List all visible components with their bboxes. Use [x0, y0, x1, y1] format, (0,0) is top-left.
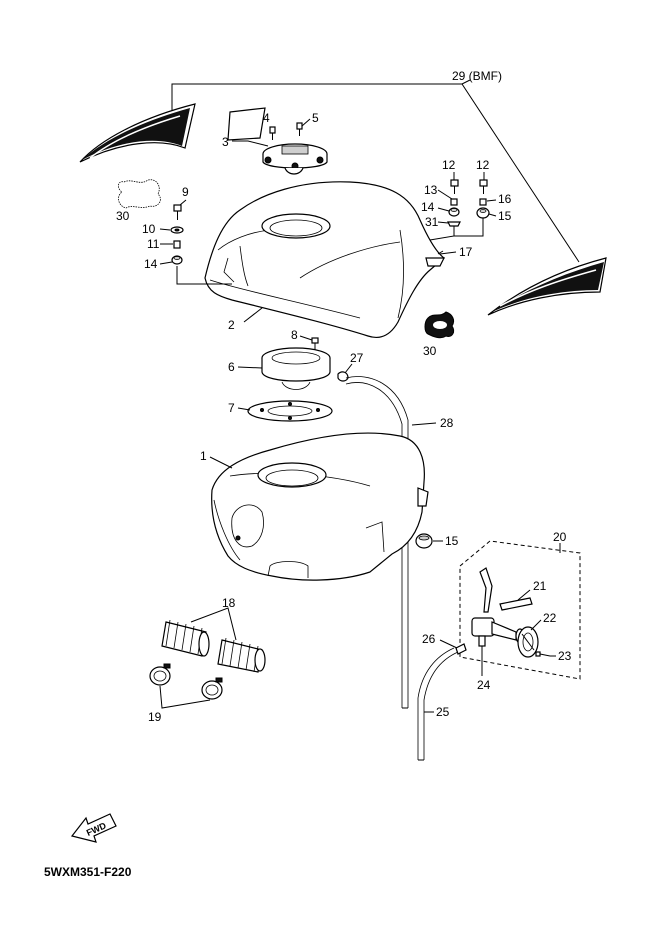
part-30-pad-left	[118, 179, 161, 209]
part-2-tank-cover	[204, 181, 445, 339]
callout-23: 23	[558, 649, 572, 663]
callout-22: 22	[543, 611, 557, 625]
callout-27: 27	[350, 351, 364, 365]
callout-18: 18	[222, 596, 236, 610]
part-11-collar	[173, 240, 181, 249]
callout-24: 24	[477, 678, 491, 692]
callout-8: 8	[291, 328, 298, 342]
part-15-grommet-lower	[415, 533, 433, 549]
callout-6: 6	[228, 360, 235, 374]
part-18-hose-right	[217, 637, 266, 673]
part-4-screw	[269, 126, 276, 140]
part-23-screw	[535, 651, 551, 657]
callout-12-a: 12	[442, 158, 456, 172]
callout-21: 21	[533, 579, 547, 593]
callout-7: 7	[228, 401, 235, 415]
callout-4: 4	[263, 111, 270, 125]
part-20-fuel-cock	[471, 567, 525, 670]
part-16-collar	[479, 198, 487, 206]
callout-28: 28	[440, 416, 454, 430]
part-10-washer	[170, 226, 184, 234]
part-18-hose-left	[161, 619, 210, 657]
part-21-screen	[499, 597, 533, 611]
callout-13: 13	[424, 183, 438, 197]
part-13-collar	[450, 198, 458, 206]
part-14-grommet-left	[171, 255, 183, 265]
callout-2: 2	[228, 318, 235, 332]
part-29-side-decals	[79, 103, 607, 316]
callout-1: 1	[200, 449, 207, 463]
part-15-grommet-upper	[476, 207, 490, 219]
callout-26: 26	[422, 632, 436, 646]
part-14-grommet-right	[448, 207, 460, 217]
callout-9: 9	[182, 185, 189, 199]
part-6-filler-neck	[261, 347, 331, 390]
part-12-bolt-a	[450, 179, 459, 194]
part-5-screw	[296, 122, 303, 136]
fuel-cap	[262, 143, 328, 175]
part-7-gasket	[247, 400, 333, 422]
callout-14-right: 14	[421, 200, 435, 214]
part-30-pad-right	[424, 311, 455, 339]
part-22-lever	[517, 626, 539, 658]
callout-15-upper: 15	[498, 209, 512, 223]
callout-30-right: 30	[423, 344, 437, 358]
callout-31: 31	[425, 215, 439, 229]
part-3-cap-plate	[227, 107, 266, 141]
reference-code: 5WXM351-F220	[44, 865, 132, 879]
part-12-bolt-b	[479, 179, 488, 194]
part-31-clip	[447, 221, 461, 227]
part-8-screw	[311, 337, 319, 350]
part-19-clamp-left	[149, 663, 171, 686]
callout-14-left: 14	[144, 257, 158, 271]
callout-25: 25	[436, 705, 450, 719]
part-9-bolt	[173, 204, 182, 220]
callout-30-left: 30	[116, 209, 130, 223]
callout-12-b: 12	[476, 158, 490, 172]
callout-11: 11	[147, 237, 160, 251]
callout-15-lower: 15	[445, 534, 459, 548]
part-28-breather-hose	[345, 376, 409, 709]
callout-3: 3	[222, 135, 229, 149]
fwd-arrow-icon: FWD	[70, 813, 117, 843]
part-27-clip	[337, 371, 349, 382]
part-19-clamp-right	[201, 677, 223, 700]
callout-20: 20	[553, 530, 567, 544]
part-25-fuel-hose	[417, 647, 459, 761]
part-1-fuel-tank	[211, 432, 429, 581]
callout-10: 10	[142, 222, 156, 236]
callout-29: 29 (BMF)	[452, 69, 502, 83]
callout-17: 17	[459, 245, 473, 259]
callout-5: 5	[312, 111, 319, 125]
callout-16: 16	[498, 192, 512, 206]
callout-19: 19	[148, 710, 162, 724]
